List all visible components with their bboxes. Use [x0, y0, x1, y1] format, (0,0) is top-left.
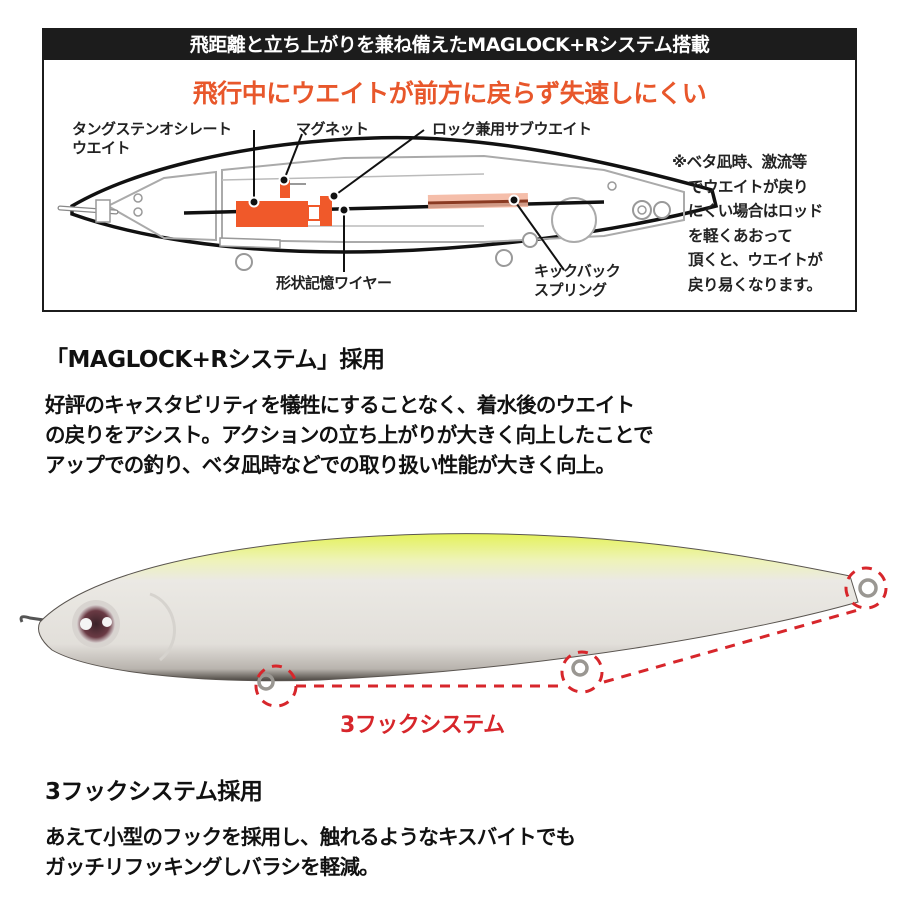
callout-lock-sub-weight: ロック兼用サブウエイト [432, 120, 592, 138]
maglock-diagram-panel: 飛距離と立ち上がりを兼ね備えたMAGLOCK+Rシステム搭載 飛行中にウエイトが… [42, 28, 857, 312]
diagram-subtitle: 飛行中にウエイトが前方に戻らず失速しにくい [192, 79, 707, 108]
three-hook-label: 3フックシステム [340, 713, 505, 738]
callout-magnet: マグネット [296, 120, 369, 138]
lure-cutaway-diagram [57, 129, 719, 272]
three-hook-section-title: 3フックシステム採用 [45, 779, 263, 805]
lure-photo [19, 533, 888, 708]
diagram-header: 飛距離と立ち上がりを兼ね備えたMAGLOCK+Rシステム搭載 [44, 30, 855, 60]
three-hook-section-body: あえて小型のフックを採用し、触れるようなキスバイトでも ガッチリフッキングしバラ… [45, 825, 576, 879]
callout-kickback-spring: キックバック スプリング [534, 262, 621, 299]
maglock-section-body: 好評のキャスタビリティを犠牲にすることなく、着水後のウエイト の戻りをアシスト。… [45, 393, 654, 477]
maglock-section-title: 「MAGLOCK+Rシステム」採用 [45, 347, 385, 373]
usage-note: ※ベタ凪時、激流等 でウエイトが戻り にくい場合はロッド を軽くあおって 頂くと… [672, 153, 823, 294]
callout-tungsten-weight: タングステンオシレート ウエイト [72, 120, 232, 157]
callout-shape-memory-wire: 形状記憶ワイヤー [276, 274, 392, 292]
